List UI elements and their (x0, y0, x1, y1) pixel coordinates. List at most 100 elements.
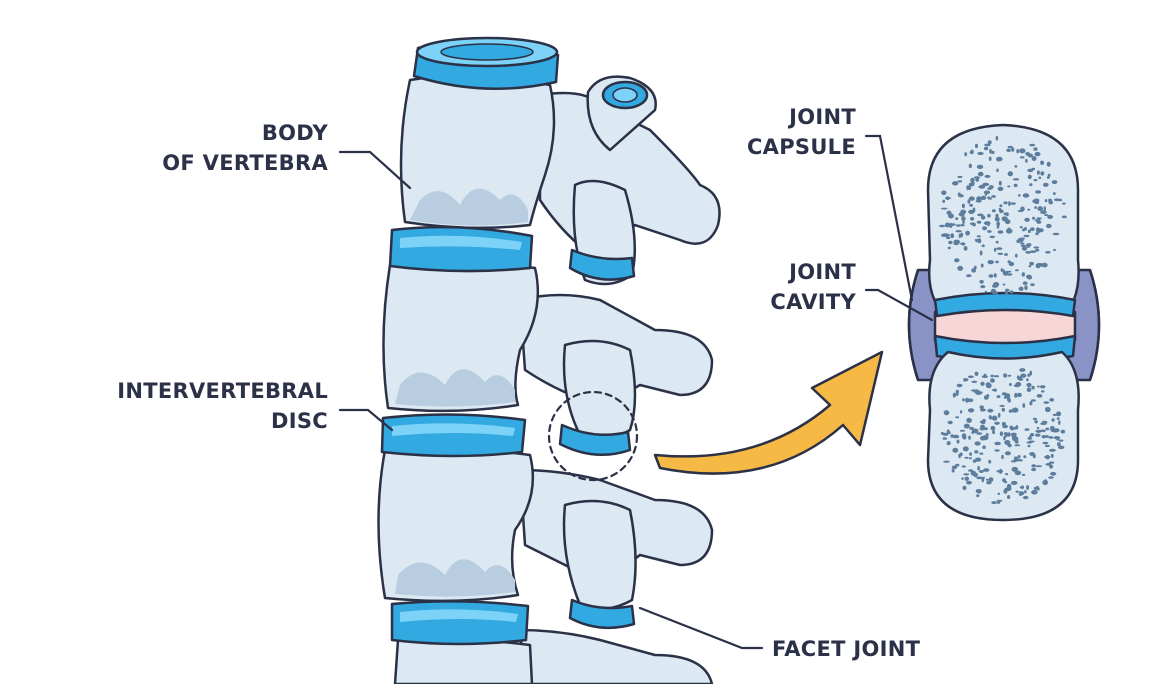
spongy-dot (967, 199, 971, 204)
spongy-dot (996, 156, 1003, 162)
spongy-dot (980, 408, 986, 412)
spongy-dot (996, 221, 1000, 227)
spongy-dot (1019, 491, 1025, 496)
spongy-dot (1001, 407, 1005, 412)
spongy-dot (1022, 281, 1028, 286)
spongy-dot (984, 174, 991, 178)
spongy-dot (978, 470, 984, 473)
spongy-dot (942, 233, 948, 236)
spongy-dot (959, 410, 963, 414)
spongy-dot (1031, 467, 1037, 472)
spongy-dot (990, 425, 996, 431)
spongy-dot (955, 416, 960, 419)
spongy-dot (968, 163, 972, 169)
spongy-dot (1005, 473, 1009, 476)
spongy-dot (1020, 485, 1025, 489)
spongy-dot (960, 209, 967, 214)
spongy-dot (1008, 383, 1012, 386)
spongy-dot (1014, 165, 1018, 168)
spongy-dot (1035, 227, 1040, 233)
spongy-dot (947, 420, 953, 425)
spongy-dot (965, 397, 970, 403)
spongy-dot (980, 195, 987, 200)
spongy-dot (974, 450, 979, 454)
spongy-dot (1035, 433, 1041, 437)
spongy-dot (1002, 283, 1006, 286)
spongy-dot (1047, 214, 1053, 219)
spongy-dot (1028, 265, 1032, 268)
spongy-dot (977, 151, 984, 156)
spongy-dot (1007, 398, 1010, 402)
spongy-dot (1015, 253, 1018, 258)
spine-column (377, 36, 721, 686)
spongy-dot (1007, 374, 1012, 377)
spongy-dot (961, 465, 966, 468)
spongy-dot (1039, 429, 1046, 433)
spongy-dot (992, 209, 996, 213)
spongy-dot (1020, 206, 1025, 212)
spongy-dot (985, 433, 989, 437)
spongy-dot (1058, 439, 1064, 442)
spongy-dot (1001, 422, 1007, 426)
spongy-dot (1004, 219, 1011, 225)
spongy-dot (952, 434, 960, 439)
spongy-dot (993, 388, 997, 392)
spongy-dot (955, 224, 962, 227)
spongy-dot (1057, 442, 1061, 447)
spongy-dot (995, 213, 999, 219)
spongy-dot (987, 221, 990, 227)
spongy-dot (1029, 183, 1033, 187)
spongy-dot (977, 391, 983, 394)
spongy-dot (974, 441, 981, 446)
spongy-dot (1007, 432, 1011, 437)
spongy-dot (1027, 208, 1031, 211)
spongy-dot (1009, 290, 1014, 294)
spongy-dot (1045, 251, 1051, 254)
spongy-dot (1024, 428, 1030, 431)
spongy-dot (1049, 448, 1056, 452)
spongy-dot (952, 447, 959, 453)
spongy-dot (980, 381, 985, 386)
spongy-dot (980, 215, 986, 220)
label-body-of-vertebra: BODY OF VERTEBRA (162, 121, 328, 175)
spongy-dot (969, 426, 974, 430)
spongy-dot (942, 437, 948, 440)
label-facet-joint: FACET JOINT (772, 637, 921, 661)
spongy-dot (982, 226, 988, 231)
spongy-dot (1001, 454, 1004, 460)
spongy-dot (960, 224, 965, 227)
spongy-dot (979, 250, 983, 256)
spongy-dot (981, 244, 985, 248)
leader-lines (338, 134, 934, 650)
spongy-dot (1022, 193, 1030, 198)
spongy-dot (1011, 466, 1019, 472)
spongy-dot (992, 284, 998, 288)
spongy-dot (946, 441, 951, 446)
spongy-dot (1029, 401, 1033, 406)
spinous-processes (518, 75, 721, 686)
spongy-dot (1035, 465, 1043, 468)
spongy-dot (994, 216, 1000, 222)
spongy-dot (975, 457, 982, 462)
spongy-dot (1052, 413, 1058, 416)
spongy-dot (976, 494, 980, 498)
spongy-dot (1017, 455, 1021, 459)
spongy-dot (1046, 161, 1051, 167)
spongy-dot (962, 485, 967, 490)
spongy-dot (1040, 210, 1047, 215)
spongy-dot (1045, 463, 1052, 466)
spongy-dot (1050, 471, 1057, 476)
spongy-dot (1027, 168, 1034, 173)
spongy-dot (969, 452, 973, 456)
spongy-dot (976, 476, 983, 480)
spongy-dot (1050, 426, 1055, 430)
spongy-dot (1029, 261, 1034, 266)
spongy-dot (983, 146, 989, 151)
spongy-dot (1027, 444, 1031, 448)
spongy-dot (1003, 432, 1008, 436)
spongy-dot (951, 465, 958, 470)
spongy-dot (955, 392, 959, 396)
spongy-dot (1041, 420, 1048, 424)
label-joint-capsule: JOINT CAPSULE (746, 105, 856, 159)
spongy-dot (1061, 215, 1067, 219)
